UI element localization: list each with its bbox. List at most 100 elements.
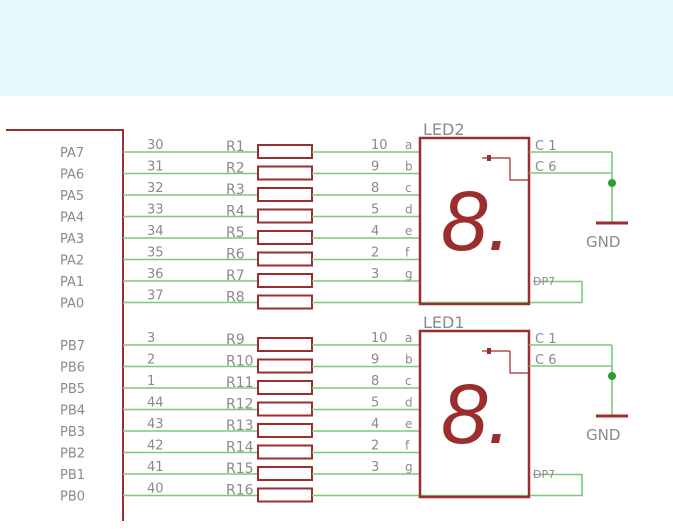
resistor [257, 444, 313, 460]
mcu-outline [6, 129, 124, 521]
seven-segment-digit: 8. [441, 174, 511, 268]
internal-mark [487, 155, 491, 161]
port-label: PB5 [60, 382, 85, 397]
resistor [257, 294, 313, 310]
resistor-label: R7 [226, 268, 245, 284]
segment-pin: 5 [371, 396, 379, 411]
junction-dot [608, 179, 616, 187]
resistor [257, 423, 313, 438]
port-label: PB0 [60, 490, 85, 505]
resistor-label: R5 [226, 225, 245, 241]
port-label: PA4 [60, 211, 84, 226]
port-label: PA7 [60, 146, 84, 161]
resistor [257, 273, 313, 288]
gnd-label: GND [586, 233, 620, 251]
segment-pin: 8 [371, 181, 379, 196]
pin-number: 34 [147, 224, 164, 239]
port-label: PB1 [60, 468, 85, 483]
resistor [257, 187, 313, 202]
header-band [0, 0, 673, 96]
resistor [257, 208, 313, 224]
dp-label: DP7 [533, 468, 555, 481]
segment-pin: 9 [371, 160, 379, 175]
pin-number: 41 [147, 460, 164, 475]
dp-label: DP7 [533, 275, 555, 288]
internal-mark [487, 348, 491, 354]
common-pin: C 6 [535, 353, 556, 368]
pin-number: 40 [147, 482, 164, 497]
resistor-label: R4 [226, 204, 245, 220]
segment-letter: a [405, 138, 412, 152]
resistor-label: R12 [226, 397, 254, 413]
port-label: PA1 [60, 275, 84, 290]
gnd-label: GND [586, 426, 620, 444]
segment-letter: f [405, 246, 410, 260]
common-pin: C 1 [535, 332, 556, 347]
segment-letter: c [405, 374, 412, 388]
segment-pin: 9 [371, 353, 379, 368]
resistor-label: R16 [226, 483, 254, 499]
segment-letter: b [405, 160, 413, 174]
port-label: PA5 [60, 189, 84, 204]
segment-letter: c [405, 181, 412, 195]
junction-dot [608, 372, 616, 380]
resistor-label: R13 [226, 418, 254, 434]
port-label: PA3 [60, 232, 84, 247]
resistor [257, 380, 313, 395]
segment-pin: 10 [371, 331, 388, 346]
resistor-label: R3 [226, 182, 245, 198]
port-label: PB6 [60, 361, 85, 376]
resistor [257, 230, 313, 245]
pin-number: 37 [147, 289, 164, 304]
segment-pin: 3 [371, 267, 379, 282]
segment-pin: 4 [371, 224, 379, 239]
segment-letter: f [405, 439, 410, 453]
segment-letter: a [405, 331, 412, 345]
segment-pin: 2 [371, 246, 379, 261]
segment-letter: e [405, 417, 412, 431]
segment-letter: d [405, 396, 413, 410]
port-label: PB3 [60, 425, 85, 440]
resistor-label: R1 [226, 139, 245, 155]
resistor-label: R14 [226, 440, 254, 456]
segment-pin: 8 [371, 374, 379, 389]
pin-number: 30 [147, 138, 164, 153]
resistor-label: R2 [226, 161, 245, 177]
resistor-label: R8 [226, 290, 245, 306]
seven-segment-digit: 8. [441, 367, 511, 461]
pin-number: 44 [147, 396, 164, 411]
resistor [257, 358, 313, 374]
display-body [418, 329, 531, 499]
resistor [257, 144, 313, 159]
segment-letter: g [405, 267, 413, 281]
pin-number: 2 [147, 353, 155, 368]
resistor-label: R9 [226, 332, 245, 348]
resistor [257, 165, 313, 181]
display-name: LED2 [423, 120, 465, 139]
pin-number: 35 [147, 246, 164, 261]
common-pin: C 1 [535, 139, 556, 154]
pin-number: 3 [147, 331, 155, 346]
pin-number: 32 [147, 181, 164, 196]
dp-wire [312, 280, 583, 304]
display-body [418, 136, 531, 306]
port-label: PA0 [60, 297, 84, 312]
dp-wire [312, 473, 583, 497]
segment-letter: e [405, 224, 412, 238]
pin-number: 42 [147, 439, 164, 454]
port-label: PB4 [60, 404, 85, 419]
port-label: PA2 [60, 254, 84, 269]
internal-trace [509, 158, 529, 181]
port-label: PB2 [60, 447, 85, 462]
pin-number: 43 [147, 417, 164, 432]
common-pin: C 6 [535, 160, 556, 175]
resistor-label: R6 [226, 247, 245, 263]
pin-number: 36 [147, 267, 164, 282]
resistor-label: R15 [226, 461, 254, 477]
segment-letter: d [405, 203, 413, 217]
resistor [257, 401, 313, 417]
pin-number: 1 [147, 374, 155, 389]
